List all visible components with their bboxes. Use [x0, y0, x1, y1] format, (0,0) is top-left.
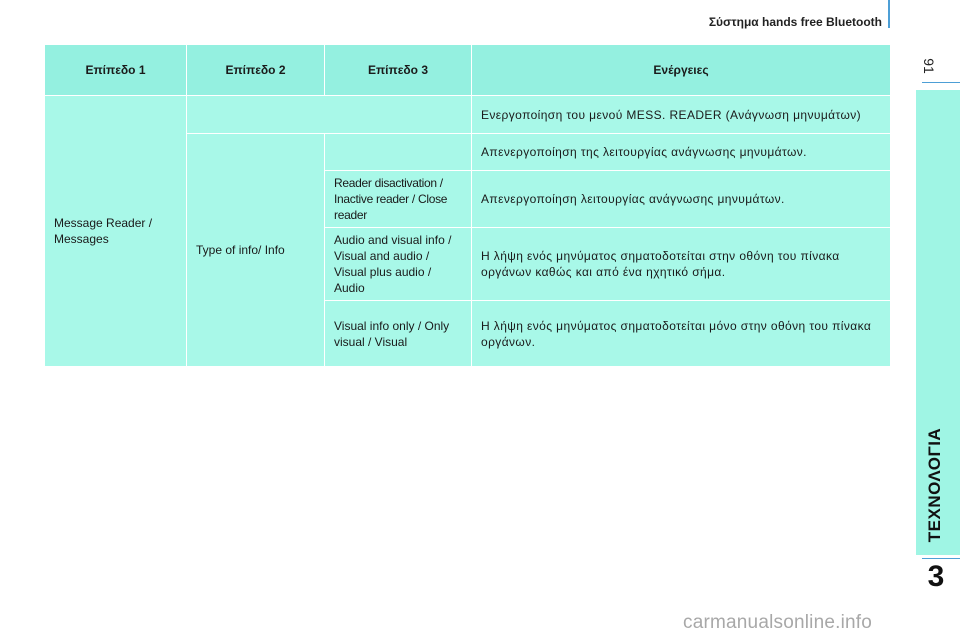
side-rule-top — [922, 82, 960, 83]
chapter-title: ΤΕΧΝΟΛΟΓΙΑ — [920, 420, 950, 550]
level3-cell — [186, 95, 472, 134]
page-number: 91 — [921, 58, 937, 74]
header-level-1: Επίπεδο 1 — [44, 44, 187, 96]
level3-cell: Visual info only / Only visual / Visual — [324, 300, 472, 367]
header-level-3: Επίπεδο 3 — [324, 44, 472, 96]
action-cell: Η λήψη ενός μηνύματος σηματοδοτείται μόν… — [471, 300, 891, 367]
level3-cell: Reader disactivation / Inactive reader /… — [324, 170, 472, 228]
header-level-2: Επίπεδο 2 — [186, 44, 325, 96]
level3-cell: Audio and visual info / Visual and audio… — [324, 227, 472, 301]
level1-cell: Message Reader / Messages — [44, 95, 187, 367]
header-actions: Ενέργειες — [471, 44, 891, 96]
chapter-number: 3 — [927, 560, 945, 593]
table-header-row: Επίπεδο 1 Επίπεδο 2 Επίπεδο 3 Ενέργειες — [44, 44, 891, 96]
level3-cell — [324, 133, 472, 171]
table-row: Visual info only / Only visual / Visual … — [45, 300, 891, 367]
table-row: Type of info/ Info Απενεργοποίηση της λε… — [45, 133, 891, 367]
action-cell: Η λήψη ενός μηνύματος σηματοδοτείται στη… — [471, 227, 891, 301]
level2-cell: Type of info/ Info — [186, 133, 325, 367]
settings-table: Επίπεδο 1 Επίπεδο 2 Επίπεδο 3 Ενέργειες … — [44, 44, 891, 367]
action-cell: Ενεργοποίηση του μενού MESS. READER (Ανά… — [471, 95, 891, 134]
table-row: Audio and visual info / Visual and audio… — [45, 227, 891, 301]
table-row: Message Reader / Messages Ενεργοποίηση τ… — [44, 95, 891, 367]
action-cell: Απενεργοποίηση της λειτουργίας ανάγνωσης… — [471, 133, 891, 171]
side-rule-bottom — [922, 558, 960, 559]
action-cell: Απενεργοποίηση λειτουργίας ανάγνωσης μην… — [471, 170, 891, 228]
chapter-side-band — [916, 90, 960, 555]
table-row: Reader disactivation / Inactive reader /… — [45, 170, 891, 228]
header-rule — [888, 0, 890, 28]
watermark: carmanualsonline.info — [683, 612, 873, 633]
section-title: Σύστημα hands free Bluetooth — [708, 15, 882, 29]
chapter-title-text: ΤΕΧΝΟΛΟΓΙΑ — [925, 427, 944, 543]
